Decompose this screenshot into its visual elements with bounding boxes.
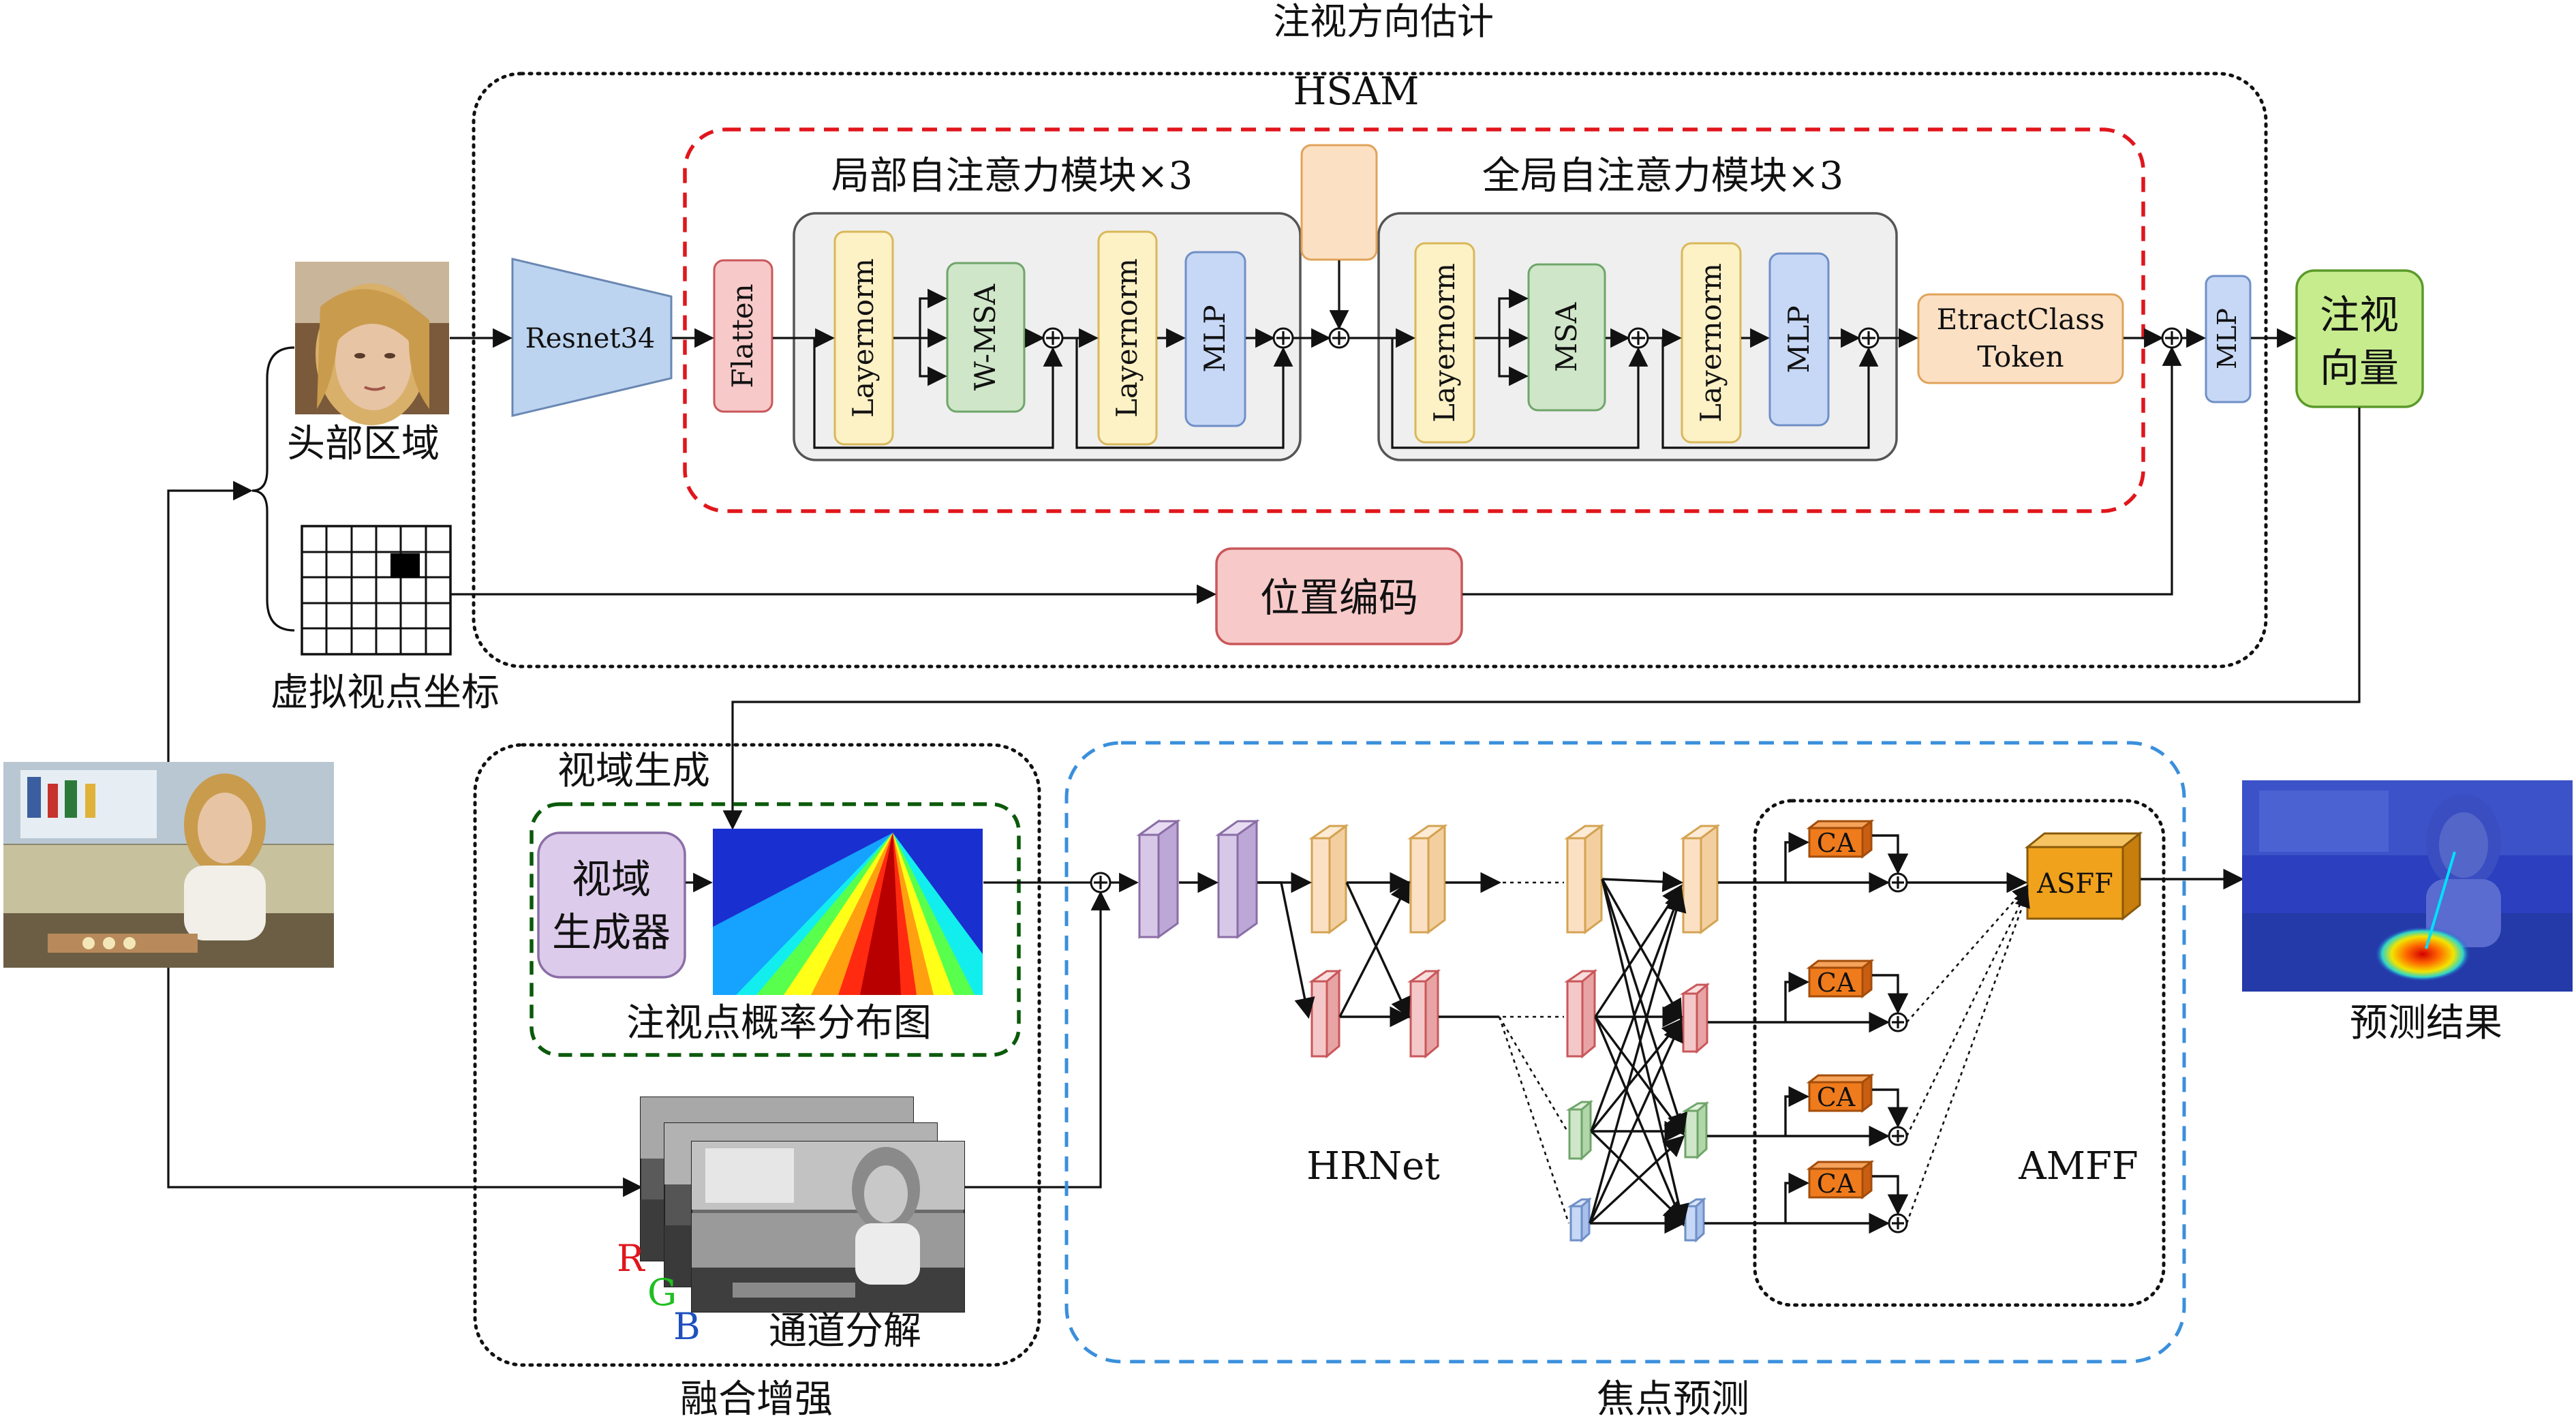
focus-container (1064, 741, 2186, 1364)
channel-r-label: R (617, 1237, 645, 1280)
ca-label-4: CA (1817, 1169, 1856, 1199)
extract-class-token-label-2: Token (1977, 340, 2064, 373)
ca-block-4 (1806, 1159, 1875, 1200)
focus-label: 焦点预测 (1597, 1377, 1749, 1422)
hrnet-connections (1179, 871, 1689, 1234)
head-region-image (295, 262, 449, 425)
final-mlp-block (2205, 275, 2252, 403)
local-layernorm-2 (1097, 230, 1158, 446)
msa-label: MSA (1550, 302, 1583, 372)
gaze-vector-label-1: 注视 (2320, 292, 2399, 338)
extract-class-token-block (1917, 293, 2124, 384)
hsam-connections (251, 260, 2361, 830)
input-connections (167, 480, 643, 1197)
local-mlp-block (1184, 251, 1246, 427)
asff-label: ASFF (2036, 868, 2113, 900)
msa-block (1527, 263, 1606, 412)
probability-map-image (713, 829, 983, 995)
attention-blocks-region (683, 127, 2145, 513)
ca-block-2 (1806, 958, 1875, 999)
channel-b-label: B (673, 1305, 701, 1348)
hrnet-blocks (1136, 819, 1721, 1243)
resnet-label: Resnet34 (525, 323, 656, 354)
global-block-title: 全局自注意力模块×3 (1482, 154, 1844, 198)
position-encoding-label: 位置编码 (1260, 574, 1418, 621)
class-token-box (1300, 144, 1378, 261)
global-mlp-block (1768, 252, 1830, 427)
local-mlp-label: MLP (1198, 305, 1231, 372)
extract-class-token-label-1: EtractClass (1937, 303, 2105, 336)
asff-block (2024, 831, 2143, 921)
fov-gen-region (530, 802, 1021, 1057)
global-layernorm-1 (1414, 242, 1475, 444)
fusion-container (473, 743, 1041, 1367)
gaze-vector-label-2: 向量 (2320, 345, 2399, 391)
global-layernorm-2-label: Layernorm (1694, 263, 1728, 423)
ca-label-3: CA (1817, 1082, 1856, 1112)
wmsa-block (946, 262, 1026, 413)
amff-container (1753, 799, 2166, 1307)
head-region-label: 头部区域 (287, 422, 440, 466)
gaze-vector-block (2295, 269, 2424, 408)
local-layernorm-2-label: Layernorm (1110, 258, 1144, 418)
hsam-container (472, 72, 2268, 669)
prediction-result-label: 预测结果 (2350, 1001, 2502, 1045)
resnet-block (511, 258, 673, 417)
fusion-plus (1090, 872, 1111, 893)
fov-gen-title: 视域生成 (557, 749, 710, 793)
amff-label: AMFF (2018, 1144, 2138, 1189)
fov-generator-label-2: 生成器 (552, 909, 671, 955)
ca-label-2: CA (1817, 968, 1856, 998)
flatten-label: Flatten (726, 284, 759, 388)
fov-generator-label-1: 视域 (572, 856, 651, 902)
local-layernorm-1 (833, 230, 894, 446)
ca-block-3 (1806, 1073, 1875, 1114)
virtual-coordinate-grid (301, 525, 452, 656)
global-layernorm-1-label: Layernorm (1428, 263, 1461, 423)
channel-decomposition-label: 通道分解 (769, 1309, 921, 1353)
global-mlp-label: MLP (1782, 305, 1815, 373)
amff-connections (1704, 831, 2245, 1234)
local-layernorm-1-label: Layernorm (846, 258, 880, 418)
top-title: 注视方向估计 (1273, 0, 1494, 43)
final-mlp-label: MLP (2212, 308, 2242, 369)
channel-g-label: G (647, 1271, 677, 1314)
probability-map-label: 注视点概率分布图 (626, 1001, 932, 1045)
channels-to-plus-line (965, 891, 1111, 1189)
virtual-coordinate-label: 虚拟视点坐标 (271, 671, 500, 715)
fov-generator-block (537, 831, 686, 979)
flatten-block (713, 259, 773, 413)
input-scene-image (3, 762, 334, 968)
global-layernorm-2 (1681, 242, 1742, 444)
ca-label-1: CA (1817, 828, 1856, 858)
wmsa-label: W-MSA (968, 284, 1002, 390)
channel-decomposition-images (640, 1097, 965, 1313)
prediction-result-image (2242, 780, 2573, 992)
hrnet-label: HRNet (1306, 1144, 1440, 1189)
position-encoding-block (1215, 547, 1463, 645)
local-block-title: 局部自注意力模块×3 (831, 154, 1193, 198)
fusion-label: 融合增强 (680, 1377, 833, 1422)
hsam-label: HSAM (1293, 70, 1420, 114)
